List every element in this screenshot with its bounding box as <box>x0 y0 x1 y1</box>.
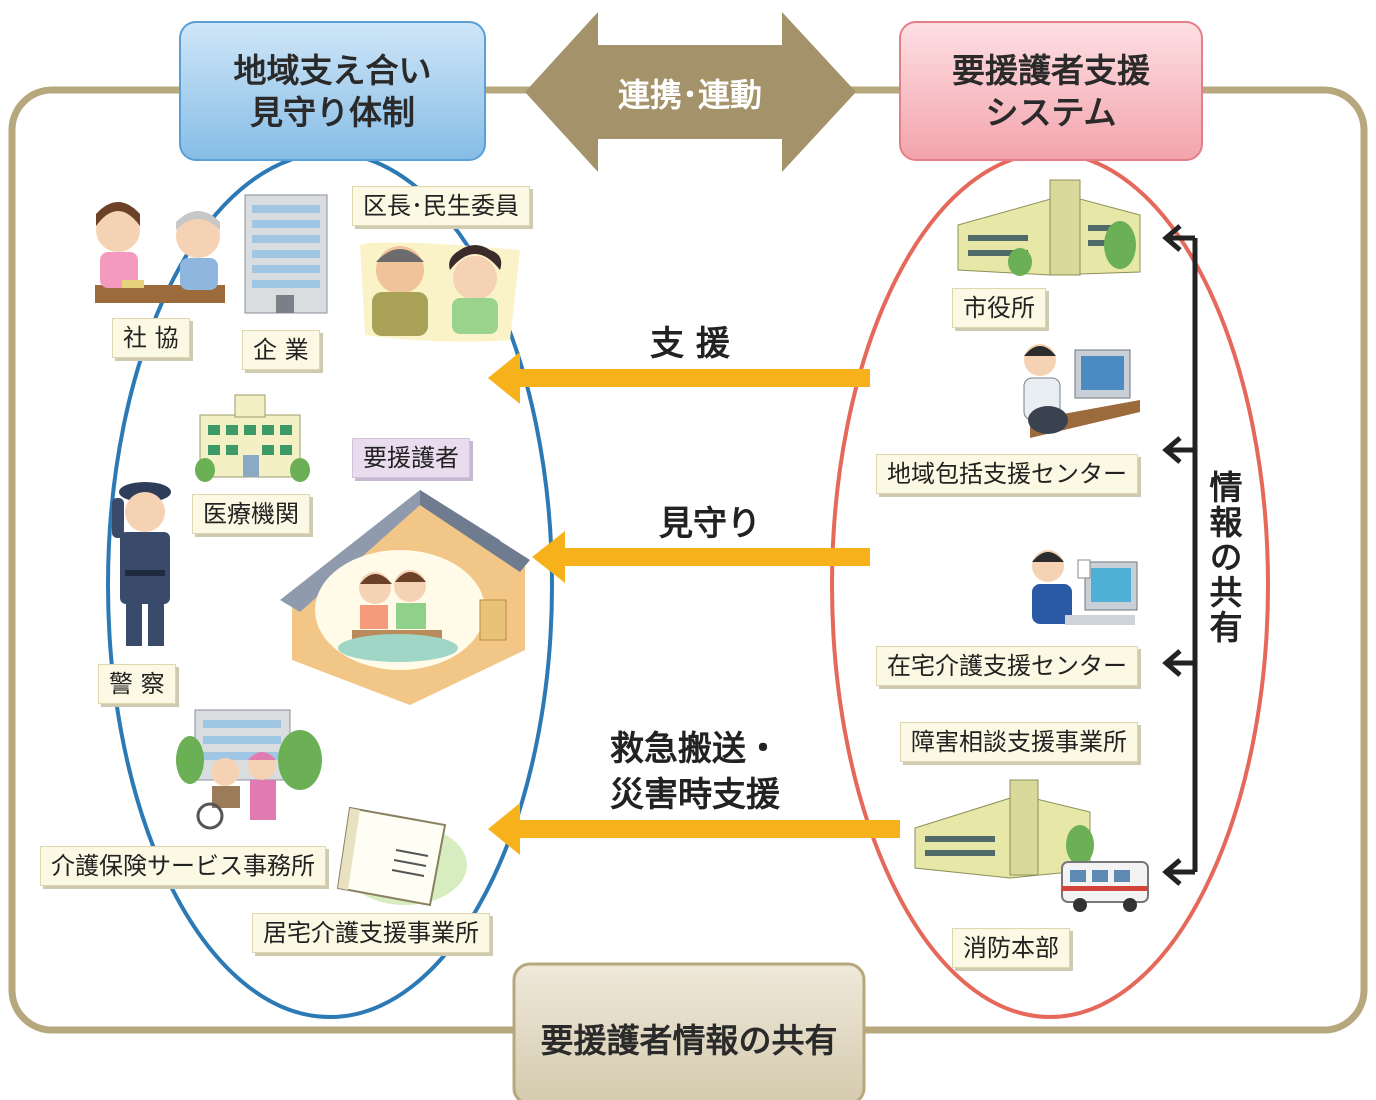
label-shakyo: 社 協 <box>112 318 190 358</box>
info-share-bracket <box>1162 224 1198 886</box>
right-header-line1: 要援護者支援 <box>952 51 1150 90</box>
side-label-info-share: 情報の共有 <box>1204 470 1243 645</box>
label-center: 要援護者 <box>352 438 470 478</box>
label-kyotaku: 居宅介護支援事業所 <box>252 913 490 953</box>
label-shobo: 消防本部 <box>952 928 1070 968</box>
arrow-kyukyu <box>488 803 900 855</box>
bottom-title-box <box>512 962 866 1100</box>
iryo-illustration <box>195 394 310 482</box>
home-illustration <box>280 490 530 705</box>
label-iryo: 医療機関 <box>192 494 310 534</box>
kaigo-service-illustration <box>176 709 322 830</box>
kucho-illustration <box>360 242 520 342</box>
left-header-line2: 見守り体制 <box>250 93 415 132</box>
arrow-label-kyukyu: 救急搬送・ 災害時支援 <box>580 726 810 818</box>
keisatsu-illustration <box>112 482 171 646</box>
label-zaitaku-center: 在宅介護支援センター <box>876 646 1138 686</box>
arrow-label-kyukyu-line1: 救急搬送・ <box>610 729 780 769</box>
left-header-box <box>179 21 486 161</box>
label-shiyakusho: 市役所 <box>952 288 1046 328</box>
right-header: 要援護者支援 システム <box>900 50 1202 134</box>
link-double-arrow <box>525 12 856 172</box>
right-header-box <box>899 21 1203 161</box>
label-shogai: 障害相談支援事業所 <box>900 722 1138 762</box>
label-kaigo-service: 介護保険サービス事務所 <box>40 846 326 886</box>
arrow-mimamori <box>532 531 870 583</box>
shobo-illustration <box>914 779 1149 912</box>
shiyakusho-illustration <box>957 179 1141 276</box>
arrow-label-shien: 支 援 <box>650 324 730 364</box>
label-keisatsu: 警 察 <box>98 664 176 704</box>
arrow-shien <box>488 352 870 404</box>
chiiki-center-illustration <box>1023 344 1140 438</box>
right-header-line2: システム <box>985 93 1117 132</box>
link-label: 連携･連動 <box>617 76 762 114</box>
kigyo-illustration <box>244 194 328 314</box>
zaitaku-center-illustration <box>1032 550 1138 625</box>
shakyo-illustration <box>95 202 225 303</box>
left-header-line1: 地域支え合い <box>233 51 432 90</box>
arrow-label-kyukyu-line2: 災害時支援 <box>610 775 780 815</box>
arrow-label-mimamori: 見守り <box>659 504 761 544</box>
bottom-title: 要援護者情報の共有 <box>540 1021 838 1060</box>
label-chiiki-center: 地域包括支援センター <box>876 454 1138 494</box>
left-header: 地域支え合い 見守り体制 <box>180 50 485 134</box>
kyotaku-illustration <box>336 806 467 907</box>
label-kucho: 区長･民生委員 <box>352 186 530 226</box>
label-kigyo: 企 業 <box>242 330 320 370</box>
